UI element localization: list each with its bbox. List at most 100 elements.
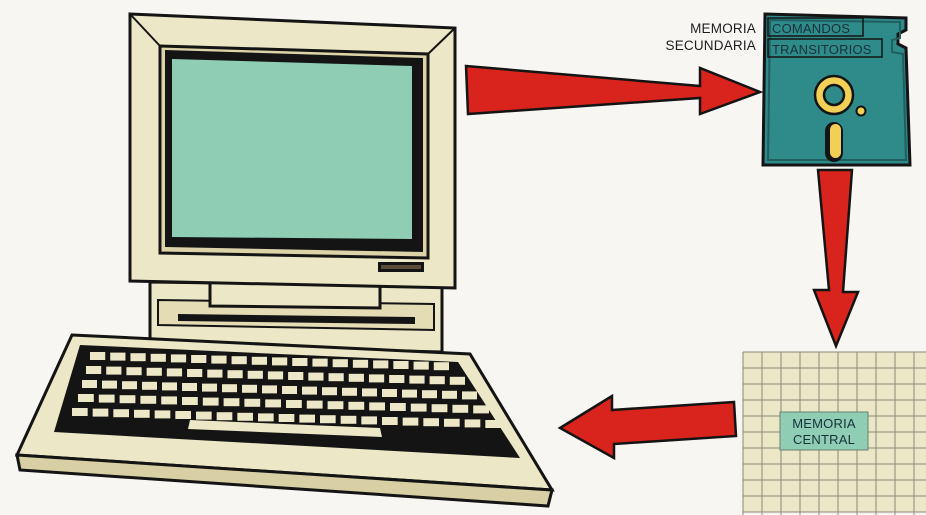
key xyxy=(362,388,377,396)
key xyxy=(373,360,388,368)
key xyxy=(302,387,317,395)
key xyxy=(120,395,136,403)
key xyxy=(473,405,489,413)
key xyxy=(485,420,501,428)
key xyxy=(422,390,437,398)
key xyxy=(409,376,424,384)
key xyxy=(288,372,303,380)
central-memory-line-2: CENTRAL xyxy=(793,432,855,447)
key xyxy=(93,409,109,417)
key xyxy=(196,412,212,420)
key xyxy=(182,397,198,405)
key xyxy=(411,404,427,412)
key xyxy=(140,396,156,404)
keyboard-icon xyxy=(17,335,552,506)
floppy-disk-icon xyxy=(763,14,910,165)
key xyxy=(187,369,202,377)
key xyxy=(442,391,457,399)
arrow-to-disk xyxy=(466,66,760,114)
key xyxy=(248,371,263,379)
key xyxy=(202,384,217,392)
key xyxy=(203,398,219,406)
key xyxy=(414,362,429,370)
key xyxy=(134,410,150,418)
key xyxy=(207,370,222,378)
key xyxy=(72,408,88,416)
key xyxy=(328,401,344,409)
key xyxy=(307,401,323,409)
key xyxy=(142,382,157,390)
key xyxy=(393,361,408,369)
transient-commands-line-2: TRANSITORIOS xyxy=(772,42,872,57)
key xyxy=(361,416,377,424)
key xyxy=(382,389,397,397)
key xyxy=(341,416,357,424)
key xyxy=(353,360,368,368)
key xyxy=(262,385,277,393)
key xyxy=(349,374,364,382)
key xyxy=(167,368,182,376)
key xyxy=(272,357,287,365)
key xyxy=(171,354,186,362)
key xyxy=(279,414,295,422)
key xyxy=(224,398,240,406)
key xyxy=(462,391,477,399)
key xyxy=(452,405,468,413)
key xyxy=(320,415,336,423)
key xyxy=(444,419,460,427)
transient-commands-line-1: COMANDOS xyxy=(772,21,850,36)
key xyxy=(242,385,257,393)
key xyxy=(126,367,141,375)
key xyxy=(322,387,337,395)
key xyxy=(106,367,121,375)
secondary-memory-line-1: MEMORIA xyxy=(690,21,756,36)
key xyxy=(78,394,94,402)
key xyxy=(252,357,267,365)
key xyxy=(390,403,406,411)
key xyxy=(113,409,129,417)
key xyxy=(342,388,357,396)
key xyxy=(227,370,242,378)
key xyxy=(99,395,115,403)
key xyxy=(299,415,315,423)
arrow-to-memory xyxy=(814,170,858,346)
key xyxy=(434,362,449,370)
key xyxy=(110,353,125,361)
key xyxy=(389,375,404,383)
arrow-to-keyboard xyxy=(560,396,736,458)
key xyxy=(232,356,247,364)
key xyxy=(265,399,281,407)
key xyxy=(122,381,137,389)
key xyxy=(151,354,166,362)
key xyxy=(237,413,253,421)
key xyxy=(217,412,233,420)
key xyxy=(268,371,283,379)
key xyxy=(82,380,97,388)
key xyxy=(423,418,439,426)
key xyxy=(403,418,419,426)
key xyxy=(258,413,274,421)
key xyxy=(130,353,145,361)
key xyxy=(432,404,448,412)
key xyxy=(86,366,101,374)
key xyxy=(333,359,348,367)
key xyxy=(102,381,117,389)
computer-monitor-icon xyxy=(130,14,455,352)
key xyxy=(162,382,177,390)
key xyxy=(147,368,162,376)
key xyxy=(286,400,302,408)
key xyxy=(191,355,206,363)
key xyxy=(292,358,307,366)
key xyxy=(430,376,445,384)
key xyxy=(369,402,385,410)
key xyxy=(182,383,197,391)
key xyxy=(369,374,384,382)
key xyxy=(450,377,465,385)
key xyxy=(348,402,364,410)
secondary-memory-label: MEMORIA SECUNDARIA xyxy=(665,21,756,53)
key xyxy=(244,399,260,407)
key xyxy=(222,384,237,392)
key xyxy=(329,373,344,381)
key xyxy=(382,417,398,425)
